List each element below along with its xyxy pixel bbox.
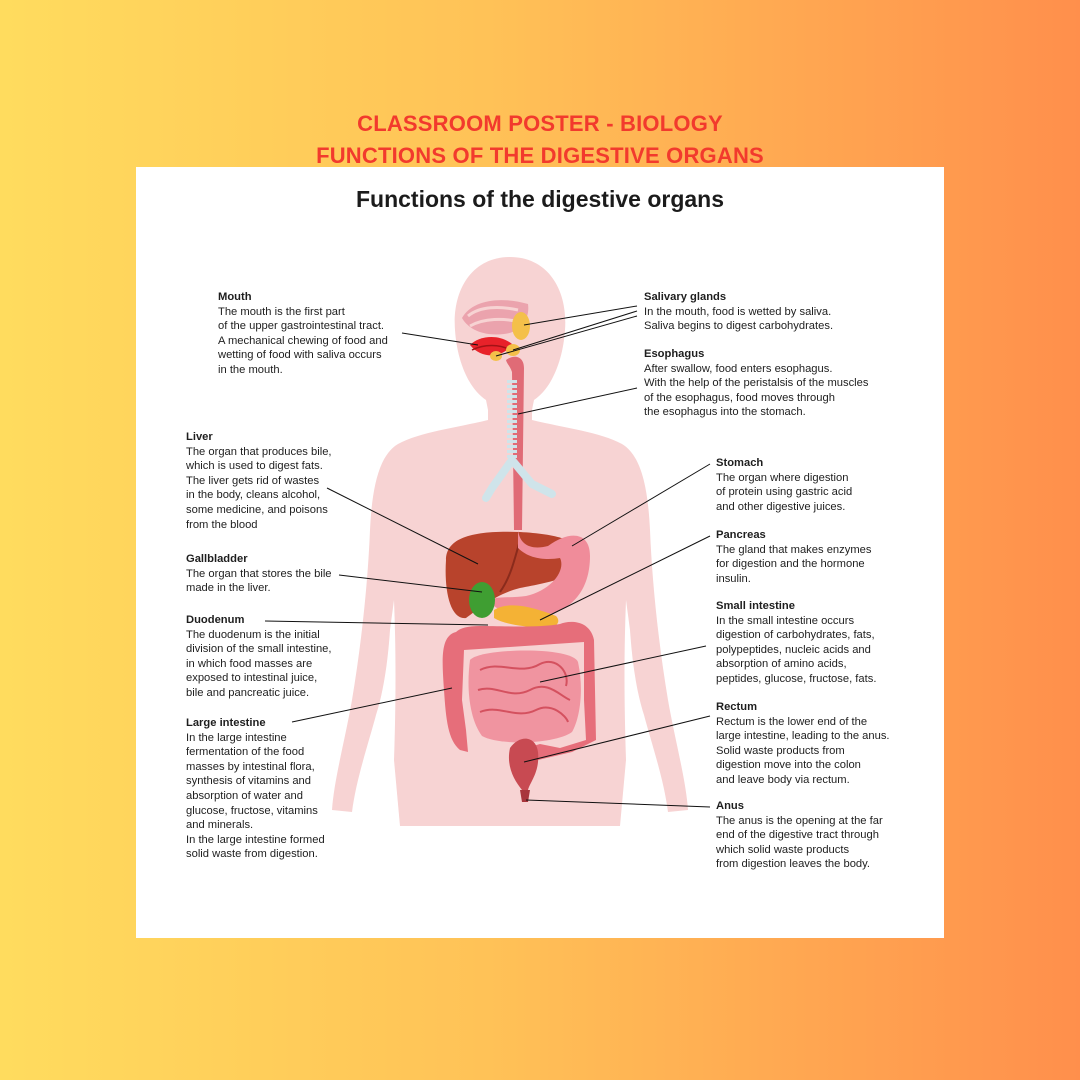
gallbladder — [469, 582, 495, 618]
label-small-intestine: Small intestine In the small intestine o… — [716, 599, 876, 687]
label-salivary-glands: Salivary glands In the mouth, food is we… — [644, 290, 833, 334]
label-esophagus: Esophagus After swallow, food enters eso… — [644, 347, 868, 420]
label-duodenum: Duodenum The duodenum is the initial div… — [186, 613, 332, 701]
rectum — [508, 738, 539, 790]
label-pancreas-desc: The gland that makes enzymes for digesti… — [716, 543, 872, 585]
label-small-intestine-title: Small intestine — [716, 600, 795, 612]
leader-mouth — [401, 332, 479, 346]
label-pancreas-title: Pancreas — [716, 529, 766, 541]
label-rectum: Rectum Rectum is the lower end of the la… — [716, 700, 890, 788]
header-line-2: FUNCTIONS OF THE DIGESTIVE ORGANS — [316, 143, 764, 168]
label-gallbladder-desc: The organ that stores the bile made in t… — [186, 567, 332, 595]
label-mouth-desc: The mouth is the first part of the upper… — [218, 305, 388, 376]
anus — [520, 790, 530, 802]
label-duodenum-desc: The duodenum is the initial division of … — [186, 628, 332, 699]
label-liver-title: Liver — [186, 431, 213, 443]
label-anus-title: Anus — [716, 800, 744, 812]
esophagus — [482, 356, 556, 530]
large-intestine — [442, 621, 596, 760]
leader-stomach — [571, 463, 711, 547]
label-esophagus-title: Esophagus — [644, 348, 705, 360]
leader-salivary-3 — [495, 315, 638, 357]
label-large-intestine-desc: In the large intestine fermentation of t… — [186, 731, 325, 861]
label-stomach-title: Stomach — [716, 457, 764, 469]
poster-header: CLASSROOM POSTER - BIOLOGY FUNCTIONS OF … — [0, 108, 1080, 172]
leader-liver — [326, 487, 479, 565]
label-rectum-desc: Rectum is the lower end of the large int… — [716, 715, 890, 786]
leader-small-intestine — [539, 645, 707, 683]
label-gallbladder: Gallbladder The organ that stores the bi… — [186, 552, 332, 596]
leader-duodenum — [264, 620, 489, 626]
label-stomach-desc: The organ where digestion of protein usi… — [716, 471, 853, 513]
label-large-intestine-title: Large intestine — [186, 717, 266, 729]
label-duodenum-title: Duodenum — [186, 614, 245, 626]
leader-pancreas — [539, 535, 711, 621]
leader-anus — [525, 799, 711, 808]
leader-salivary-2 — [512, 310, 638, 351]
label-salivary-desc: In the mouth, food is wetted by saliva. … — [644, 305, 834, 333]
label-small-intestine-desc: In the small intestine occurs digestion … — [716, 614, 877, 685]
leader-rectum — [523, 715, 711, 763]
leader-salivary-1 — [523, 305, 638, 326]
stomach — [488, 530, 590, 617]
leader-gallbladder — [338, 574, 483, 593]
label-salivary-title: Salivary glands — [644, 291, 727, 303]
small-intestine — [468, 650, 581, 743]
label-gallbladder-title: Gallbladder — [186, 553, 248, 565]
label-liver-desc: The organ that produces bile, which is u… — [186, 445, 332, 531]
label-mouth-title: Mouth — [218, 291, 252, 303]
header-line-1: CLASSROOM POSTER - BIOLOGY — [357, 111, 723, 136]
pancreas — [494, 605, 559, 629]
label-liver: Liver The organ that produces bile, whic… — [186, 430, 332, 532]
label-esophagus-desc: After swallow, food enters esophagus. Wi… — [644, 362, 869, 419]
label-pancreas: Pancreas The gland that makes enzymes fo… — [716, 528, 871, 586]
label-large-intestine: Large intestine In the large intestine f… — [186, 716, 325, 862]
leader-esophagus — [517, 387, 638, 415]
leader-lines — [264, 305, 711, 808]
label-rectum-title: Rectum — [716, 701, 758, 713]
label-anus: Anus The anus is the opening at the far … — [716, 799, 883, 872]
label-stomach: Stomach The organ where digestion of pro… — [716, 456, 852, 514]
poster-title: Functions of the digestive organs — [355, 186, 725, 212]
label-mouth: Mouth The mouth is the first part of the… — [218, 290, 388, 378]
label-anus-desc: The anus is the opening at the far end o… — [716, 814, 883, 871]
leader-large-intestine — [291, 687, 453, 723]
